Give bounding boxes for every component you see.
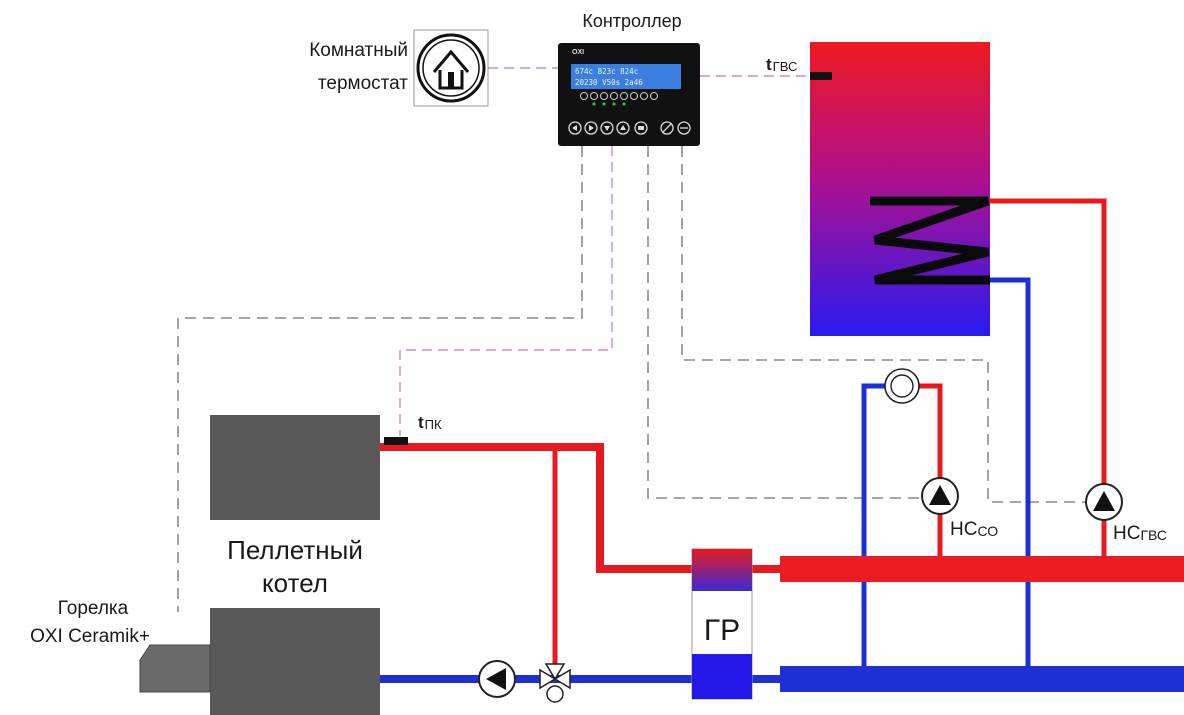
boiler-supply-pipe	[380, 443, 700, 573]
thermostat-label-line2: термостат	[318, 73, 408, 94]
down-arrow-button[interactable]	[600, 121, 614, 135]
boiler-label-line1: Пеллетный	[227, 535, 363, 565]
thermostat-label-line1: Комнатный	[309, 40, 408, 61]
dhw-coil-supply	[990, 198, 1107, 556]
ok-button[interactable]	[634, 121, 648, 135]
pump-boiler	[478, 660, 516, 698]
hot-manifold	[780, 556, 1184, 582]
burner-label-line1: Горелка	[58, 598, 129, 619]
house-icon	[432, 49, 470, 90]
status-button-5[interactable]	[620, 92, 628, 100]
pellet-boiler: Пеллетный котел	[139, 415, 408, 715]
boiler-label-plate	[210, 520, 380, 608]
radiator-inner-circle	[890, 374, 914, 398]
signal-lines	[177, 67, 1090, 612]
left-arrow-icon	[568, 121, 582, 135]
radiator-symbol	[884, 368, 920, 404]
burner-body	[139, 644, 211, 693]
cancel-button[interactable]	[660, 121, 674, 135]
status-button-7[interactable]	[640, 92, 648, 100]
status-led-3	[612, 102, 616, 106]
boiler-sensor	[384, 437, 408, 445]
lcd-row-2: 20230 V50s 2a46	[575, 78, 643, 87]
burner-link-line	[177, 146, 583, 612]
lcd-row-1: 674c 823c 824c	[575, 67, 638, 76]
thermostat-inner-ring	[422, 39, 480, 97]
separator-cold-zone	[692, 654, 752, 699]
dhw-sensor-label: tГВС	[766, 55, 797, 74]
three-way-valve	[539, 663, 571, 703]
status-leds	[592, 102, 626, 106]
status-led-1	[592, 102, 596, 106]
status-button-1[interactable]	[580, 92, 588, 100]
room-thermostat	[413, 29, 489, 107]
nav-buttons	[568, 121, 691, 135]
right-arrow-icon	[584, 121, 598, 135]
heating-supply-riser	[918, 383, 943, 556]
heating-return-riser	[861, 383, 886, 666]
up-arrow-button[interactable]	[616, 121, 630, 135]
dhw-pump-label: НСГВС	[1113, 523, 1167, 544]
status-buttons	[580, 92, 658, 100]
tank-coil	[870, 196, 990, 285]
boiler-sensor-label: tПК	[418, 413, 442, 432]
thermostat-dial	[416, 33, 486, 103]
up-arrow-icon	[616, 121, 630, 135]
heating-pump-label: НССО	[950, 519, 998, 540]
controller-label: Контроллер	[582, 11, 681, 31]
dhw-sensor	[810, 72, 832, 80]
power-icon	[677, 121, 691, 135]
boiler-sensor-link-line	[399, 146, 613, 436]
controller: OXI 674c 823c 824c 20230 V50s 2a46	[558, 43, 700, 146]
right-arrow-button[interactable]	[584, 121, 598, 135]
status-button-6[interactable]	[630, 92, 638, 100]
power-button[interactable]	[677, 121, 691, 135]
pump-heating	[921, 477, 959, 515]
status-button-4[interactable]	[610, 92, 618, 100]
hydro-separator: ГР	[691, 548, 753, 700]
ok-icon	[634, 121, 648, 135]
cold-manifold	[780, 666, 1184, 692]
controller-lcd	[571, 64, 681, 89]
separator-hot-zone	[692, 549, 752, 591]
status-led-2	[602, 102, 606, 106]
heating-pump-link-line	[647, 146, 930, 499]
status-led-4	[622, 102, 626, 106]
controller-brand: OXI	[572, 49, 584, 56]
status-button-8[interactable]	[650, 92, 658, 100]
cancel-icon	[660, 121, 674, 135]
dhw-pump-arrow	[1093, 491, 1115, 511]
pump-dhw	[1085, 483, 1123, 521]
status-button-2[interactable]	[590, 92, 598, 100]
boiler-label-line2: котел	[262, 568, 328, 598]
tank-body	[810, 42, 990, 336]
valve-left	[539, 668, 557, 690]
valve-right	[553, 668, 571, 690]
status-button-3[interactable]	[600, 92, 608, 100]
valve-top	[544, 663, 566, 681]
down-arrow-icon	[600, 121, 614, 135]
burner-label-line2: OXI Ceramik+	[30, 626, 150, 647]
dhw-tank	[810, 42, 990, 336]
valve-actuator	[546, 685, 564, 703]
separator-label: ГР	[704, 614, 740, 647]
dhw-coil-return	[990, 277, 1031, 666]
heating-pump-arrow	[929, 485, 951, 505]
left-arrow-button[interactable]	[568, 121, 582, 135]
boiler-pump-arrow	[486, 668, 506, 690]
